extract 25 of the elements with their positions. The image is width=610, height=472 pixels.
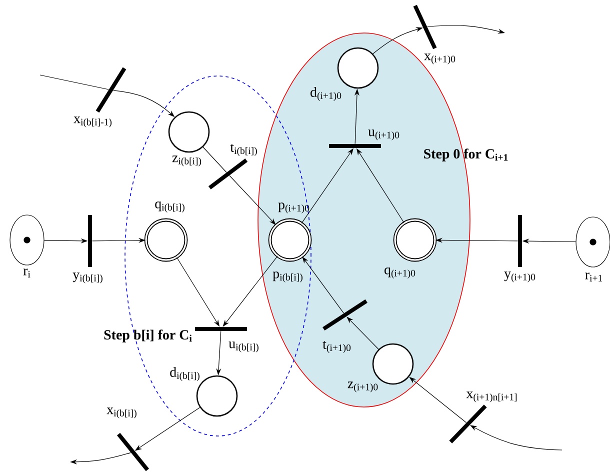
place-label: r$_{i+1}$ [585,272,602,282]
transition-label: y$_{(i+1)0}$ [504,272,536,282]
place-label: d$_{i(b[i])}$ [170,367,200,381]
place-label: r$_{i}$ [23,268,30,278]
arrow [346,316,379,350]
arc-line [40,74,110,90]
transition-label: x$_{(i+1)n[i+1]}$ [466,392,517,402]
transition-label: x$_{(i+1)0}$ [424,54,456,64]
place-label: d$_{(i+1)0}$ [310,87,342,101]
transition-label: u$_{i(b[i])}$ [228,342,258,352]
transition-label: t$_{i(b[i])}$ [230,144,257,156]
place-label: q$_{i(b[i])}$ [155,202,184,212]
place-label: z$_{i(b[i])}$ [172,156,202,166]
step-label: Step b[i] for C$_{i}$ [104,330,192,342]
transition-label: t$_{(i+1)0}$ [322,340,351,354]
transition-label: x$_{i(b[i])}$ [106,408,136,418]
arc-line [202,146,227,173]
transition-label: x$_{i(b[i]-1)}$ [74,116,112,128]
place-label: q$_{(i+1)0}$ [384,268,416,278]
transition-label: u$_{(i+1)0}$ [368,130,400,140]
place-label: p$_{(i+1)0}$ [278,202,310,214]
place-label: z$_{(i+1)0}$ [348,382,378,392]
place-label: p$_{i(b[i])}$ [272,272,302,282]
transition-label: y$_{i(b[i])}$ [72,272,102,284]
step-label: Step 0 for C$_{i+1}$ [424,148,508,162]
